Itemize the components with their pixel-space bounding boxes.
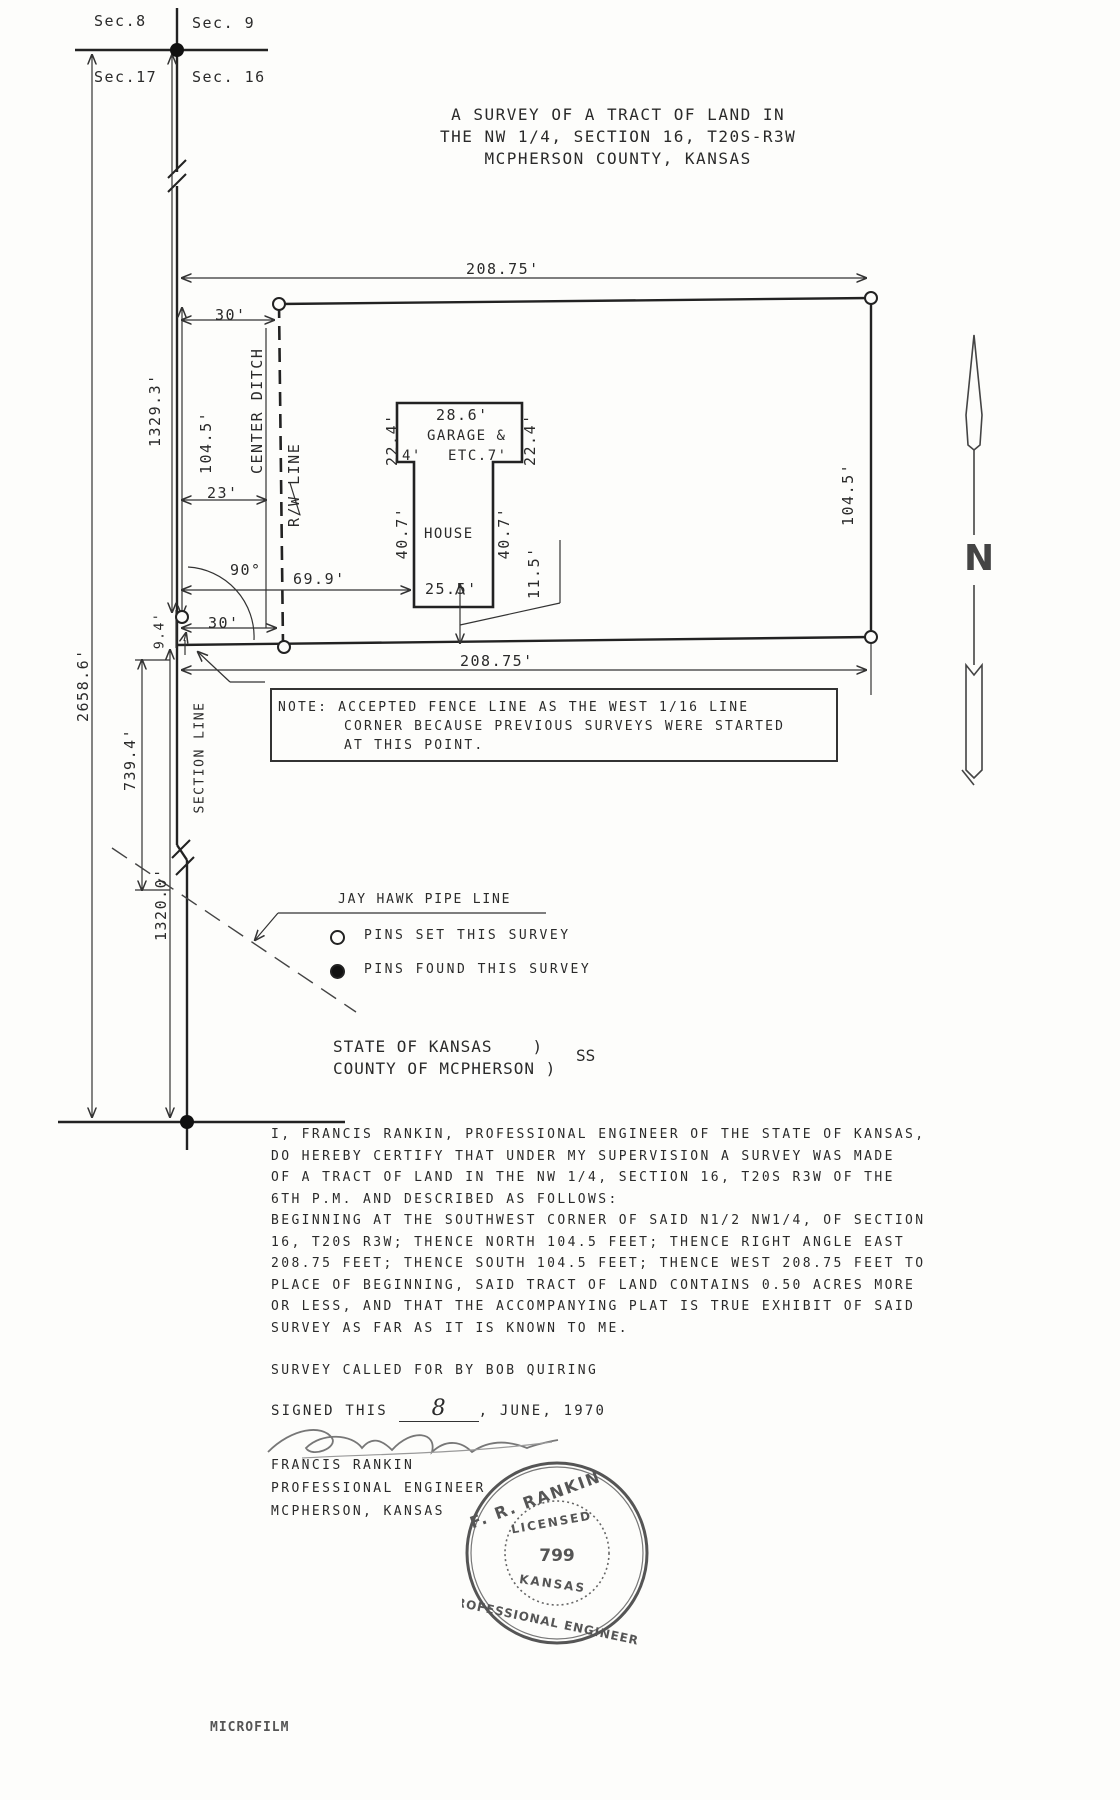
center-ditch-label: CENTER DITCH	[248, 347, 266, 474]
dim-fence-gap: 9.4'	[152, 611, 168, 650]
rw-line-label: R/W LINE	[285, 442, 303, 527]
cert-line: I, FRANCIS RANKIN, PROFESSIONAL ENGINEER…	[271, 1127, 926, 1142]
engineer-block: FRANCIS RANKIN PROFESSIONAL ENGINEER MCP…	[271, 1454, 486, 1523]
signature-mark	[267, 1429, 559, 1459]
north-arrow	[961, 334, 983, 786]
pin-set-sw	[175, 610, 189, 624]
pipeline-line	[111, 847, 357, 1013]
engineer-seal: F. R. RANKIN LICENSED 799 KANSAS PROFESS…	[462, 1461, 649, 1648]
cert-line: BEGINNING AT THE SOUTHWEST CORNER OF SAI…	[271, 1213, 926, 1228]
survey-called-for: SURVEY CALLED FOR BY BOB QUIRING	[271, 1363, 599, 1378]
garage-offset-left: 4'	[402, 448, 422, 464]
pin-set-ne	[864, 291, 878, 305]
dim-ditch-offset: 23'	[207, 484, 239, 502]
garage-label: GARAGE &	[427, 428, 507, 444]
engineer-location: MCPHERSON, KANSAS	[271, 1504, 445, 1519]
certificate-text: I, FRANCIS RANKIN, PROFESSIONAL ENGINEER…	[271, 1124, 926, 1339]
signed-prefix: SIGNED THIS	[271, 1403, 388, 1419]
dim-left-offset-bottom: 30'	[208, 614, 240, 632]
pin-set-se	[864, 630, 878, 644]
dim-top-width: 208.75'	[466, 260, 540, 278]
garage-left-depth: 22.4'	[383, 413, 401, 466]
note-line-2: CORNER BECAUSE PREVIOUS SURVEYS WERE STA…	[344, 719, 786, 734]
cert-line: OR LESS, AND THAT THE ACCOMPANYING PLAT …	[271, 1299, 916, 1314]
cert-line: 6TH P.M. AND DESCRIBED AS FOLLOWS:	[271, 1191, 619, 1207]
paren-2: )	[545, 1059, 557, 1078]
microfilm-stamp: MICROFILM	[210, 1720, 290, 1735]
section-label-17: Sec.17	[94, 68, 158, 86]
section-line-label: SECTION LINE	[192, 701, 208, 814]
signed-suffix: , JUNE, 1970	[478, 1403, 607, 1419]
cert-line: 16, T20S R3W; THENCE NORTH 104.5 FEET; T…	[271, 1234, 906, 1250]
house-width: 25.5'	[425, 580, 478, 598]
note-line-1: NOTE: ACCEPTED FENCE LINE AS THE WEST 1/…	[278, 700, 750, 715]
cert-line: PLACE OF BEGINNING, SAID TRACT OF LAND C…	[271, 1277, 916, 1293]
tract-south-line	[176, 635, 872, 647]
title-line-3: MCPHERSON COUNTY, KANSAS	[484, 149, 752, 168]
state-name: STATE OF KANSAS	[333, 1037, 493, 1056]
pin-found-icon	[330, 964, 345, 979]
pin-found-south	[180, 1115, 194, 1129]
svg-text:PROFESSIONAL ENGINEER: PROFESSIONAL ENGINEER	[462, 1593, 640, 1648]
cert-line: OF A TRACT OF LAND IN THE NW 1/4, SECTIO…	[271, 1170, 895, 1185]
signed-day: 8	[398, 1396, 479, 1422]
paren-1: )	[532, 1037, 544, 1056]
dim-east-side: 104.5'	[839, 462, 857, 526]
svg-text:KANSAS: KANSAS	[518, 1572, 586, 1595]
pin-set-icon	[330, 930, 345, 945]
pipeline-label: JAY HAWK PIPE LINE	[338, 892, 512, 907]
title-line-1: A SURVEY OF A TRACT OF LAND IN	[451, 105, 786, 124]
house-right-depth: 40.7'	[495, 506, 513, 560]
signed-date-line: SIGNED THIS 8, JUNE, 1970	[271, 1396, 606, 1422]
pin-found-north	[170, 43, 184, 57]
dim-angle: 90°	[230, 561, 262, 579]
section-label-8: Sec.8	[94, 12, 147, 30]
engineer-name: FRANCIS RANKIN	[271, 1458, 415, 1473]
dim-west-side: 104.5'	[197, 410, 215, 474]
cert-line: 208.75 FEET; THENCE SOUTH 104.5 FEET; TH…	[271, 1256, 926, 1271]
dim-quarter-line: 1320.0'	[152, 867, 170, 941]
pin-set-nw	[272, 297, 286, 311]
note-line-3: AT THIS POINT.	[344, 738, 485, 753]
ss-label: SS	[576, 1046, 596, 1065]
garage-right-depth: 22.4'	[521, 413, 539, 466]
north-label: N	[962, 538, 997, 579]
county-name: COUNTY OF MCPHERSON	[333, 1059, 536, 1078]
legend-pins-found: PINS FOUND THIS SURVEY	[364, 962, 592, 977]
jurisdiction-block: STATE OF KANSAS) COUNTY OF MCPHERSON )	[333, 1036, 556, 1080]
house-garage-outline	[395, 401, 524, 609]
house-setback: 11.5'	[525, 546, 543, 599]
dim-north-to-corner: 1329.3'	[146, 373, 164, 447]
dim-full-section: 2658.6'	[74, 648, 92, 722]
legend-pins-set: PINS SET THIS SURVEY	[364, 928, 571, 943]
dim-house-offset: 69.9'	[293, 570, 346, 588]
cert-line: DO HEREBY CERTIFY THAT UNDER MY SUPERVIS…	[271, 1148, 895, 1164]
garage-label-etc: ETC.7'	[448, 448, 508, 464]
section-label-9: Sec. 9	[192, 14, 256, 32]
engineer-title: PROFESSIONAL ENGINEER	[271, 1481, 486, 1496]
house-left-depth: 40.7'	[393, 506, 411, 560]
plat-title: A SURVEY OF A TRACT OF LAND IN THE NW 1/…	[440, 104, 796, 170]
house-label: HOUSE	[424, 526, 474, 542]
dim-bottom-width: 208.75'	[460, 652, 534, 670]
garage-width: 28.6'	[436, 406, 489, 424]
pin-set-rw	[277, 640, 291, 654]
rw-line	[277, 303, 285, 646]
dim-south-segment: 739.4'	[121, 727, 139, 791]
cert-line: SURVEY AS FAR AS IT IS KNOWN TO ME.	[271, 1320, 629, 1336]
tract-north-line	[278, 296, 872, 306]
title-line-2: THE NW 1/4, SECTION 16, T20S-R3W	[440, 127, 797, 146]
svg-text:799: 799	[539, 1546, 575, 1566]
section-label-16: Sec. 16	[192, 68, 266, 86]
dim-left-offset-top: 30'	[215, 306, 247, 324]
fence-note: NOTE: ACCEPTED FENCE LINE AS THE WEST 1/…	[270, 688, 838, 762]
